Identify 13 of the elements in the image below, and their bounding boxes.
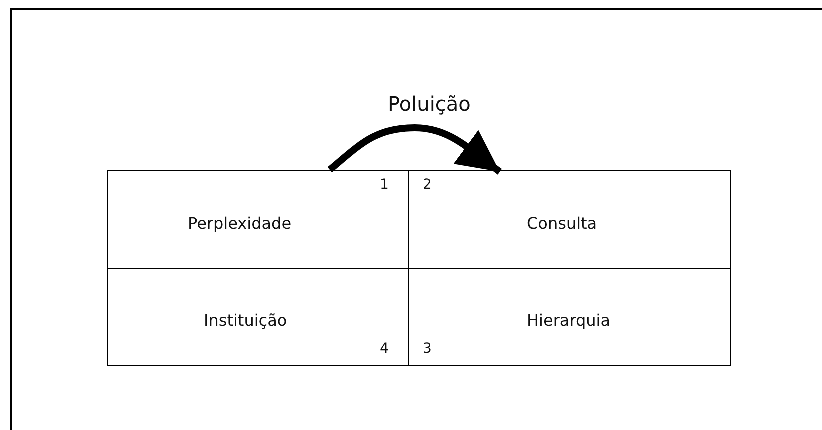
table-cell [107,170,409,269]
cell-text: Hierarquia [527,311,611,330]
table-cell [107,268,409,366]
cell-text: Perplexidade [188,214,292,233]
table-cell [408,170,731,269]
cell-number: 3 [423,341,432,357]
curved-arrow [328,124,502,175]
cell-number: 2 [423,177,432,193]
cell-number: 1 [380,177,389,193]
cell-text: Consulta [527,214,598,233]
cell-number: 4 [380,341,389,357]
table-cell [408,268,731,366]
cell-text: Instituição [204,311,288,330]
